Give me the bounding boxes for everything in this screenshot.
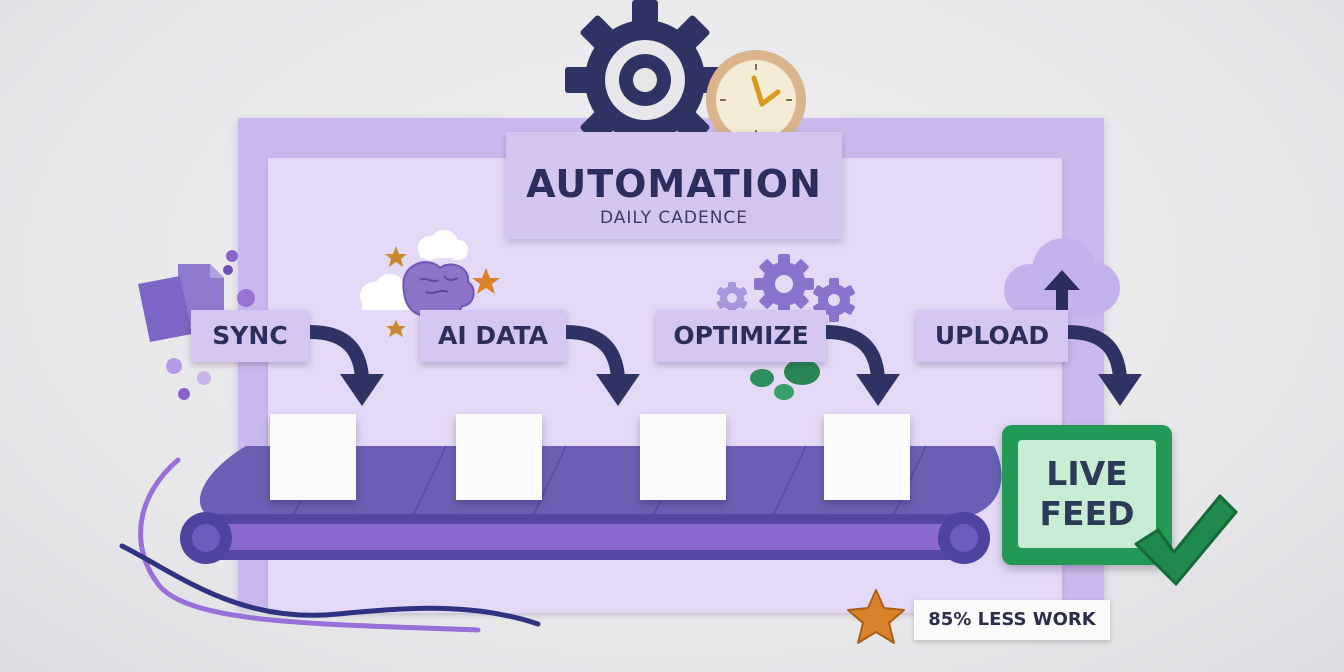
stat-note: 85% LESS WORK <box>914 600 1110 640</box>
live-feed-line2: FEED <box>1039 494 1135 533</box>
step-ai-data: AI DATA <box>420 310 566 362</box>
cloud-upload-icon <box>1004 238 1120 324</box>
package-box <box>456 414 542 500</box>
arrow-icon <box>825 325 900 406</box>
bead-decoration <box>166 250 255 400</box>
page-title: AUTOMATION <box>526 162 822 206</box>
title-card: AUTOMATION DAILY CADENCE <box>506 132 842 239</box>
page-subtitle: DAILY CADENCE <box>599 208 749 228</box>
clock-icon <box>706 50 806 150</box>
live-feed-line1: LIVE <box>1046 454 1128 493</box>
package-box <box>270 414 356 500</box>
yarn-decoration <box>119 457 541 633</box>
package-box <box>640 414 726 500</box>
arrow-icon <box>565 325 640 406</box>
arrow-icon <box>1067 325 1142 406</box>
step-upload: UPLOAD <box>916 310 1068 362</box>
package-box <box>824 414 910 500</box>
star-icon <box>847 589 905 644</box>
step-sync: SYNC <box>191 310 309 362</box>
green-pebbles-icon <box>750 359 820 400</box>
live-feed-label: LIVE FEED <box>1018 440 1156 548</box>
conveyor-belt <box>180 445 1002 564</box>
step-optimize: OPTIMIZE <box>656 310 826 362</box>
arrow-icon <box>309 325 384 406</box>
checkmark-icon <box>1134 494 1238 586</box>
brain-icon <box>360 230 500 337</box>
